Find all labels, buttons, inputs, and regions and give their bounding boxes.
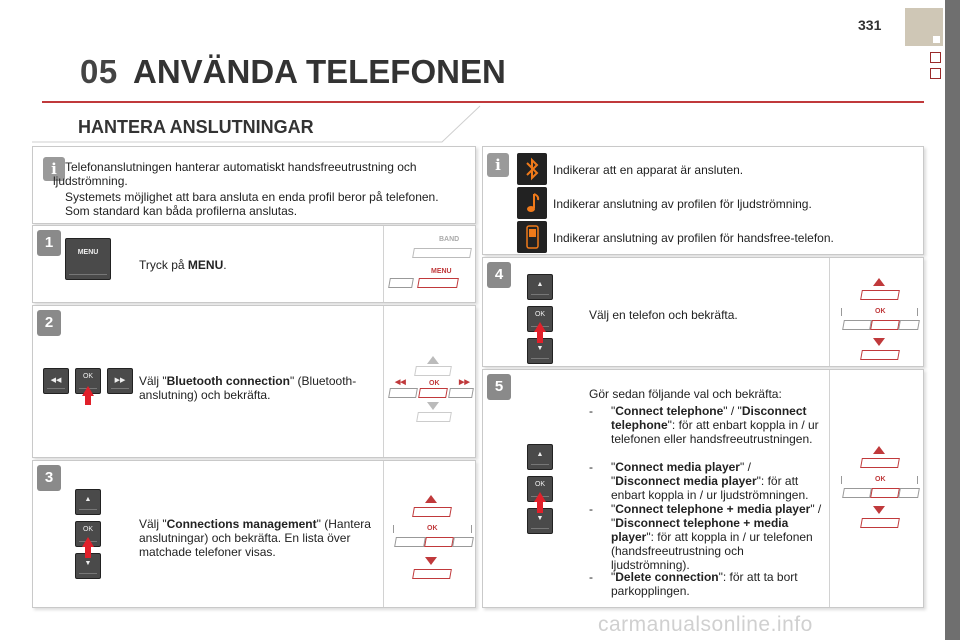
up-arrow-icon — [873, 446, 885, 454]
ok-diagram-label: OK — [427, 525, 438, 532]
mobile-phone-icon — [517, 221, 547, 253]
prev-button[interactable]: ◀◀ — [43, 368, 69, 394]
step-5-panel: 5 ▲ OK ▼ Gör sedan följande val och bekr… — [482, 369, 924, 608]
press-arrow-icon — [534, 492, 546, 502]
page-edge-bar — [945, 0, 960, 640]
step-number: 1 — [37, 230, 61, 256]
step-3-text: Välj "Connections management" (Hantera a… — [139, 517, 371, 559]
info-icon: i — [43, 157, 65, 181]
step-number: 2 — [37, 310, 61, 336]
up-arrow-icon — [873, 278, 885, 286]
music-note-icon — [517, 187, 547, 219]
step-1-panel: 1 MENU Tryck på MENU. BAND MENU — [32, 225, 476, 303]
step-number: 3 — [37, 465, 61, 491]
step-number: 5 — [487, 374, 511, 400]
step-2-text: Välj "Bluetooth connection" (Bluetooth-a… — [139, 374, 357, 402]
page-number: 331 — [858, 17, 882, 33]
menu-button[interactable]: MENU — [65, 238, 111, 280]
next-arrow-icon: ▶▶ — [459, 379, 470, 386]
chapter-title: ANVÄNDA TELEFONEN — [133, 53, 506, 90]
side-marker-1 — [930, 52, 941, 63]
option-connect-media-player: "Connect media player" / "Disconnect med… — [611, 460, 809, 502]
key-outline — [388, 278, 414, 288]
step-3-panel: 3 ▲ OK ▼ Välj "Connections management" (… — [32, 460, 476, 608]
step-4-panel: 4 ▲ OK ▼ Välj en telefon och bekräfta. O… — [482, 257, 924, 367]
chapter-number: 05 — [80, 53, 118, 90]
step-2-panel: 2 ◀◀ OK ▶▶ Välj "Bluetooth connection" (… — [32, 305, 476, 458]
side-marker-2 — [930, 68, 941, 79]
status-icons-panel: i Indikerar att en apparat är ansluten. … — [482, 146, 924, 255]
title-rule — [42, 101, 924, 103]
info-icon: i — [487, 153, 509, 177]
up-button[interactable]: ▲ — [527, 444, 553, 470]
page-corner-tab — [905, 8, 943, 46]
option-connect-telephone-media: "Connect telephone + media player" / "Di… — [611, 502, 822, 572]
status-text-phone: Indikerar anslutning av profilen för han… — [553, 231, 834, 245]
up-button[interactable]: ▲ — [75, 489, 101, 515]
up-arrow-icon — [427, 356, 439, 364]
down-arrow-icon — [427, 402, 439, 410]
press-arrow-icon — [82, 386, 94, 396]
bluetooth-icon — [517, 153, 547, 185]
band-label: BAND — [439, 236, 460, 243]
ok-diagram-label: OK — [429, 380, 440, 387]
step-4-text: Välj en telefon och bekräfta. — [589, 308, 738, 322]
prev-arrow-icon: ◀◀ — [395, 379, 406, 386]
menu-diagram-label: MENU — [431, 268, 452, 275]
option-delete-connection: "Delete connection": för att ta bort par… — [611, 570, 798, 598]
intro-text-1: Telefonanslutningen hanterar automatiskt… — [53, 160, 417, 188]
down-arrow-icon — [873, 506, 885, 514]
section-title: HANTERA ANSLUTNINGAR — [78, 117, 314, 137]
down-arrow-icon — [425, 557, 437, 565]
step-5-intro: Gör sedan följande val och bekräfta: — [589, 387, 782, 401]
ok-button[interactable]: OK — [75, 368, 101, 394]
press-arrow-icon — [534, 322, 546, 332]
next-button[interactable]: ▶▶ — [107, 368, 133, 394]
status-text-media: Indikerar anslutning av profilen för lju… — [553, 197, 812, 211]
step-number: 4 — [487, 262, 511, 288]
section-title-frame — [32, 105, 481, 143]
press-arrow-icon — [82, 537, 94, 547]
ok-diagram-label: OK — [875, 308, 886, 315]
intro-panel: i Telefonanslutningen hanterar automatis… — [32, 146, 476, 224]
watermark: carmanualsonline.info — [598, 613, 813, 636]
option-connect-telephone: "Connect telephone" / "Disconnect teleph… — [611, 404, 819, 446]
ok-diagram-label: OK — [875, 476, 886, 483]
up-arrow-icon — [425, 495, 437, 503]
up-button[interactable]: ▲ — [527, 274, 553, 300]
step-1-text: Tryck på MENU. — [139, 258, 227, 272]
menu-key-outline — [417, 278, 459, 288]
intro-text-2: Systemets möjlighet att bara ansluta en … — [65, 190, 439, 218]
status-text-bluetooth: Indikerar att en apparat är ansluten. — [553, 163, 744, 177]
down-arrow-icon — [873, 338, 885, 346]
band-key-outline — [412, 248, 472, 258]
